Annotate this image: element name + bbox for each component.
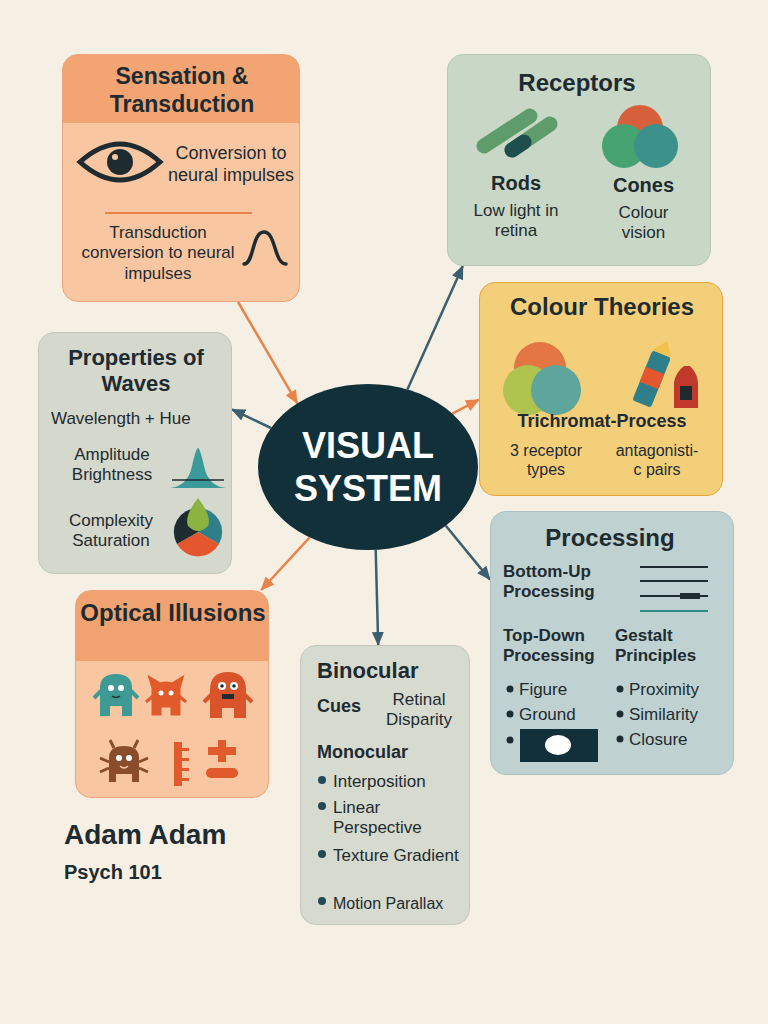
amplitude-icon: [170, 448, 226, 488]
crayons-icon: [632, 337, 698, 408]
figure-ground-icon: [520, 729, 598, 762]
node-text: Conversion to neural impulses: [167, 143, 295, 186]
node-heading: Receptors: [448, 69, 706, 98]
node-heading: Properties of Waves: [45, 345, 227, 398]
node-heading: Colour Theories: [490, 293, 714, 322]
node-text: Proximity: [629, 680, 725, 700]
node-text: Interposition: [333, 772, 469, 792]
node-text: Transduction conversion to neural impuls…: [73, 223, 243, 284]
topic-box: ProcessingBottom-Up ProcessingTop-Down P…: [490, 511, 734, 775]
node-text: Bottom-Up Processing: [503, 562, 637, 603]
connector-arrow: [452, 400, 479, 414]
node-text: Figure: [519, 680, 609, 700]
topic-box: Sensation & TransductionConversion to ne…: [62, 54, 300, 302]
node-text: Closure: [629, 730, 725, 750]
bottom-up-icon: [640, 567, 708, 611]
node-text: Texture Gradient: [333, 846, 463, 866]
node-text: Linear Perspective: [333, 798, 467, 839]
node-heading: Binocular: [317, 658, 467, 684]
node-text: Top-Down Processing: [503, 626, 615, 667]
divider-line: [105, 212, 252, 214]
eye-icon: [80, 144, 160, 180]
hub-ellipse: VISUAL SYSTEM: [258, 384, 478, 550]
node-text: Ground: [519, 705, 609, 725]
topic-box: BinocularCuesRetinal DisparityMonocularI…: [300, 645, 470, 925]
node-text: Trichromat-Process: [486, 411, 718, 433]
node-text: Cones: [591, 173, 696, 197]
node-text: Retinal Disparity: [371, 690, 467, 731]
trichromatic-venn: [503, 342, 581, 415]
node-heading: Sensation & Transduction: [67, 63, 297, 118]
connector-arrow: [376, 550, 379, 645]
topic-box: ReceptorsRodsLow light in retina ConesCol…: [447, 54, 711, 266]
bullet-dots: [507, 686, 624, 744]
node-heading: VISUAL SYSTEM: [268, 424, 468, 510]
node-heading: Optical Illusions: [80, 599, 266, 628]
wave-icon: [244, 232, 286, 264]
amplitude-axis: [172, 479, 224, 481]
topic-box: Optical Illusions: [75, 590, 269, 798]
connector-arrow: [407, 266, 462, 390]
node-text: Amplitude Brightness: [57, 445, 167, 486]
illusion-figures: [94, 674, 252, 786]
node-text: Colour vision: [601, 203, 686, 244]
node-text: 3 receptor types: [494, 441, 598, 479]
node-text: Wavelength + Hue: [51, 409, 229, 429]
connector-arrow: [446, 526, 490, 580]
node-text: Motion Parallax: [333, 894, 469, 913]
node-text: antagonisti- c pairs: [612, 441, 702, 479]
node-text: Complexity Saturation: [53, 511, 169, 552]
connector-arrow: [238, 302, 297, 403]
node-text: Low light in retina: [456, 201, 576, 242]
connector-arrow: [232, 409, 271, 428]
node-text: Cues: [317, 696, 373, 718]
topic-box: Properties of WavesWavelength + HueAmpli…: [38, 332, 232, 574]
author-label: Psych 101: [64, 860, 162, 884]
topic-box: Colour TheoriesTrichromat-Process 3 recep…: [479, 282, 723, 496]
node-heading: Processing: [491, 524, 729, 553]
node-text: Rods: [456, 171, 576, 195]
rods-icon: [484, 116, 550, 150]
node-text: Gestalt Principles: [615, 626, 725, 667]
node-text: Monocular: [317, 742, 467, 764]
bullet-dots: [318, 776, 326, 905]
cones-icon: [602, 105, 678, 168]
saturation-icon: [174, 498, 222, 556]
connector-arrow: [261, 537, 310, 590]
author-label: Adam Adam: [64, 818, 226, 852]
node-text: Similarity: [629, 705, 725, 725]
